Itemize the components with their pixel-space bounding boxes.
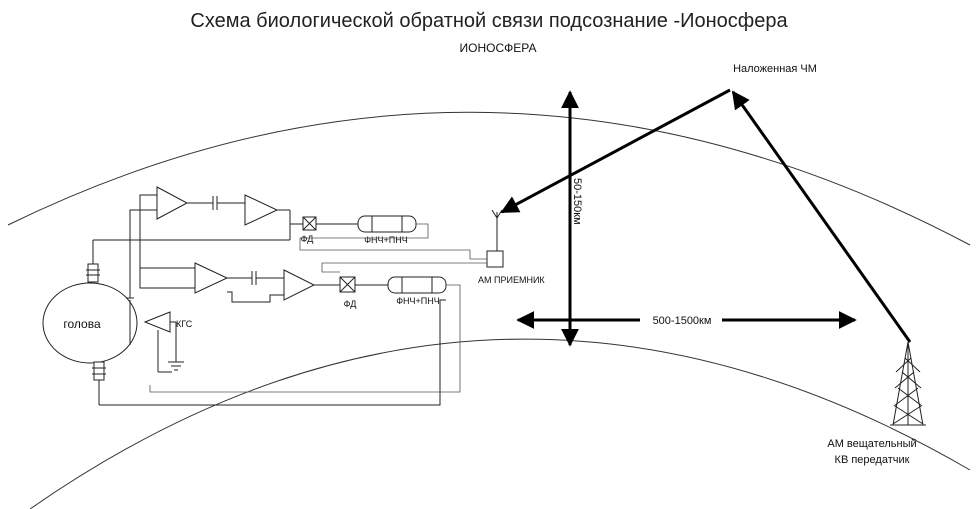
- ionosphere-arc: [7, 111, 971, 246]
- transmitter-tower-icon: [890, 341, 926, 426]
- top-electrode-icon: [86, 240, 100, 283]
- earth-arc: [29, 338, 971, 509]
- signal-path-down: [500, 88, 731, 214]
- diagram-title: Схема биологической обратной связи подсо…: [190, 10, 788, 32]
- distance-label: 500-1500км: [653, 315, 712, 327]
- lower-amplifier-1: [194, 262, 229, 294]
- am-receiver-label: АМ ПРИЕМНИК: [478, 275, 545, 285]
- lower-filter: [387, 276, 447, 294]
- lower-filter-label: ФНЧ+ПНЧ: [396, 296, 440, 306]
- upper-filter: [357, 215, 417, 233]
- receiver-antenna-icon: [491, 209, 503, 252]
- upper-pd-label: ФД: [301, 234, 314, 244]
- upper-filter-label: ФНЧ+ПНЧ: [364, 235, 408, 245]
- head-ellipse: [42, 282, 138, 364]
- upper-capacitor: [187, 196, 245, 210]
- am-receiver-box: [486, 250, 504, 268]
- signal-path-up: [731, 90, 912, 343]
- bottom-electrode-icon: [92, 361, 106, 405]
- transmitter-label-line1: АМ вещательный: [827, 438, 916, 450]
- overlay-fm-label: Наложенная ЧМ: [733, 63, 817, 75]
- lower-amplifier-2: [283, 269, 316, 301]
- kgs-emitter-icon: [143, 311, 184, 371]
- height-label: 50-150км: [571, 178, 583, 225]
- lower-capacitor: [227, 271, 284, 285]
- lower-pd-label: ФД: [344, 299, 357, 309]
- transmitter-label-line2: КВ передатчик: [835, 454, 910, 466]
- head-label: голова: [63, 317, 101, 331]
- ionosphere-label: ИОНОСФЕРА: [460, 41, 537, 55]
- upper-phase-detector: [302, 216, 317, 231]
- kgs-label: КГС: [176, 319, 193, 329]
- upper-amplifier-2: [244, 194, 279, 226]
- upper-amplifier-1: [156, 186, 189, 220]
- lower-phase-detector: [339, 276, 356, 293]
